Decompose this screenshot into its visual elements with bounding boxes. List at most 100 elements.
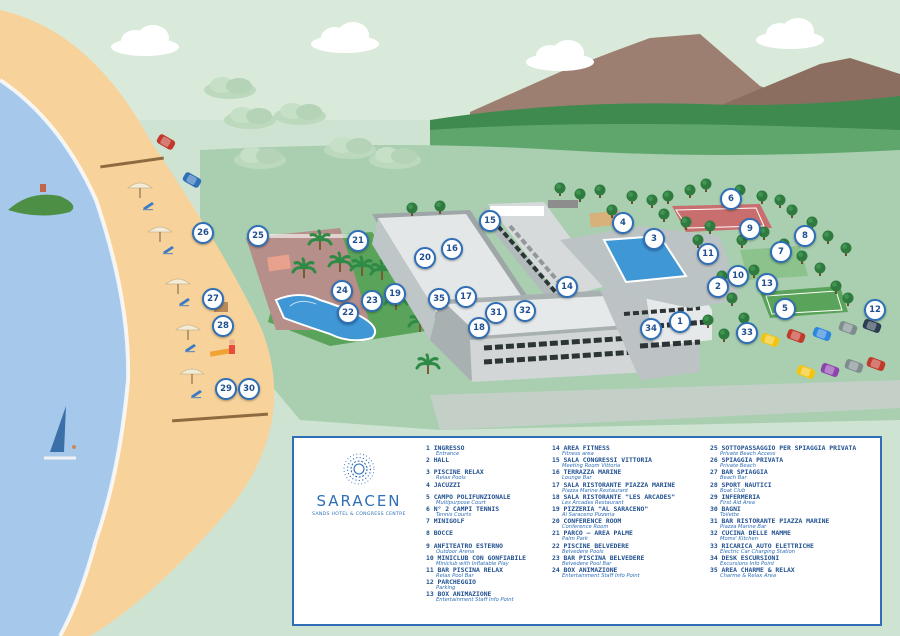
- map-pin-3[interactable]: 3: [643, 228, 665, 250]
- map-pin-30[interactable]: 30: [238, 378, 260, 400]
- legend-entry-name: 26 SPIAGGIA PRIVATA: [710, 457, 784, 465]
- map-pin-22[interactable]: 22: [337, 302, 359, 324]
- legend-entry-name: 6 N° 2 CAMPI TENNIS: [426, 505, 500, 513]
- map-pin-2[interactable]: 2: [707, 276, 729, 298]
- map-pin-10[interactable]: 10: [727, 265, 749, 287]
- legend-entry-name: 3 PISCINE RELAX: [426, 469, 484, 477]
- legend-entry-name: 32 CUCINA DELLE MAMME: [710, 530, 791, 538]
- legend-entry-name: 15 SALA CONGRESSI VITTORIA: [552, 457, 653, 465]
- legend-entry-name: 4 JACUZZI: [426, 481, 461, 489]
- legend-entry-name: 28 SPORT NAUTICI: [710, 481, 772, 489]
- legend-entry-name: 11 BAR PISCINA RELAX: [426, 566, 503, 574]
- map-pin-34[interactable]: 34: [640, 318, 662, 340]
- legend-entry: 4 JACUZZI: [426, 482, 582, 494]
- legend-entry-name: 14 AREA FITNESS: [552, 445, 610, 452]
- map-pin-28[interactable]: 28: [212, 315, 234, 337]
- brand-subtitle: SANDS HOTEL & CONGRESS CENTRE: [312, 512, 406, 517]
- legend-entry-name: 17 SALA RISTORANTE PIAZZA MARINE: [552, 481, 676, 489]
- legend-entry: 19 PIZZERIA "AL SARACENO"Al Saraceno Piz…: [552, 506, 708, 518]
- map-pin-33[interactable]: 33: [736, 322, 758, 344]
- legend-entry-name: 30 BAGNI: [710, 505, 741, 513]
- legend-entry-translation: Tennis Courts: [436, 511, 472, 518]
- brand-logo: SARACEN SANDS HOTEL & CONGRESS CENTRE: [300, 452, 418, 517]
- legend-entry-name: 34 DESK ESCURSIONI: [710, 554, 780, 562]
- legend-entry-translation: Relax Pools: [436, 475, 466, 482]
- legend-entry-name: 33 RICARICA AUTO ELETTRICHE: [710, 542, 814, 550]
- legend-entry-translation: Lounge Bar: [562, 475, 592, 482]
- map-pin-14[interactable]: 14: [556, 276, 578, 298]
- map-pin-13[interactable]: 13: [756, 273, 778, 295]
- map-pin-5[interactable]: 5: [774, 298, 796, 320]
- legend-entry-name: 13 BOX ANIMAZIONE: [426, 591, 492, 599]
- map-pin-8[interactable]: 8: [794, 225, 816, 247]
- map-pin-18[interactable]: 18: [468, 317, 490, 339]
- legend-entry-translation: Les Arcades Restaurant: [562, 499, 624, 506]
- legend-entry-name: 8 BOCCE: [426, 530, 453, 538]
- map-pin-9[interactable]: 9: [739, 218, 761, 240]
- legend-entry-translation: Excursions Info Point: [720, 560, 775, 567]
- map-pin-17[interactable]: 17: [455, 286, 477, 308]
- map-pin-21[interactable]: 21: [347, 230, 369, 252]
- map-pin-32[interactable]: 32: [514, 300, 536, 322]
- legend-entry-translation: Multipurpose Court: [436, 499, 486, 506]
- map-pin-23[interactable]: 23: [361, 290, 383, 312]
- legend-entry-translation: Relax Pool Bar: [436, 572, 474, 579]
- legend-entry-translation: Meeting Room Vittoria: [562, 463, 621, 470]
- map-pin-4[interactable]: 4: [612, 212, 634, 234]
- map-pin-26[interactable]: 26: [192, 222, 214, 244]
- map-pin-29[interactable]: 29: [215, 378, 237, 400]
- legend-entry-translation: Electric Car Charging Station: [720, 548, 796, 555]
- legend-entry-translation: First Aid Area: [720, 499, 755, 506]
- legend-entry-translation: Parking: [436, 585, 456, 592]
- legend-entry-translation: Private Beach: [720, 463, 756, 470]
- map-pin-6[interactable]: 6: [720, 188, 742, 210]
- legend-entry-translation: Miniclub with Inflatable Play: [436, 560, 509, 567]
- map-pin-11[interactable]: 11: [697, 243, 719, 265]
- legend-entry-translation: Toilette: [720, 511, 740, 518]
- legend-entry-name: 21 PARCO – AREA PALME: [552, 530, 633, 538]
- map-pin-20[interactable]: 20: [414, 247, 436, 269]
- map-pin-15[interactable]: 15: [479, 210, 501, 232]
- legend-entry-translation: Boat Club: [720, 487, 746, 494]
- legend-entry-translation: Private Beach Access: [720, 451, 776, 457]
- legend-entry-translation: Al Saraceno Pizzeria: [562, 511, 615, 518]
- map-pin-31[interactable]: 31: [485, 302, 507, 324]
- legend-entry-translation: Belvedere Pool Bar: [562, 560, 612, 567]
- legend-entry-translation: Conference Room: [562, 524, 609, 531]
- legend-entry-translation: Charme & Relax Area: [720, 572, 776, 579]
- map-pin-1[interactable]: 1: [669, 311, 691, 333]
- map-pin-25[interactable]: 25: [247, 225, 269, 247]
- legend-entry-name: 29 INFERMERIA: [710, 493, 761, 501]
- legend-entry-name: 22 PISCINE BELVEDERE: [552, 542, 629, 550]
- map-pin-24[interactable]: 24: [331, 280, 353, 302]
- map-pin-12[interactable]: 12: [864, 299, 886, 321]
- map-pin-19[interactable]: 19: [384, 283, 406, 305]
- map-pin-27[interactable]: 27: [202, 288, 224, 310]
- map-pin-7[interactable]: 7: [770, 241, 792, 263]
- map-pin-35[interactable]: 35: [428, 288, 450, 310]
- legend-entry-translation: Entertainment Staff Info Point: [436, 597, 514, 604]
- map-pin-16[interactable]: 16: [441, 238, 463, 260]
- legend-entry: 2 HALL: [426, 457, 582, 469]
- legend-entry-translation: Belvedere Pools: [562, 548, 604, 555]
- legend-entry-name: 24 BOX ANIMAZIONE: [552, 566, 618, 574]
